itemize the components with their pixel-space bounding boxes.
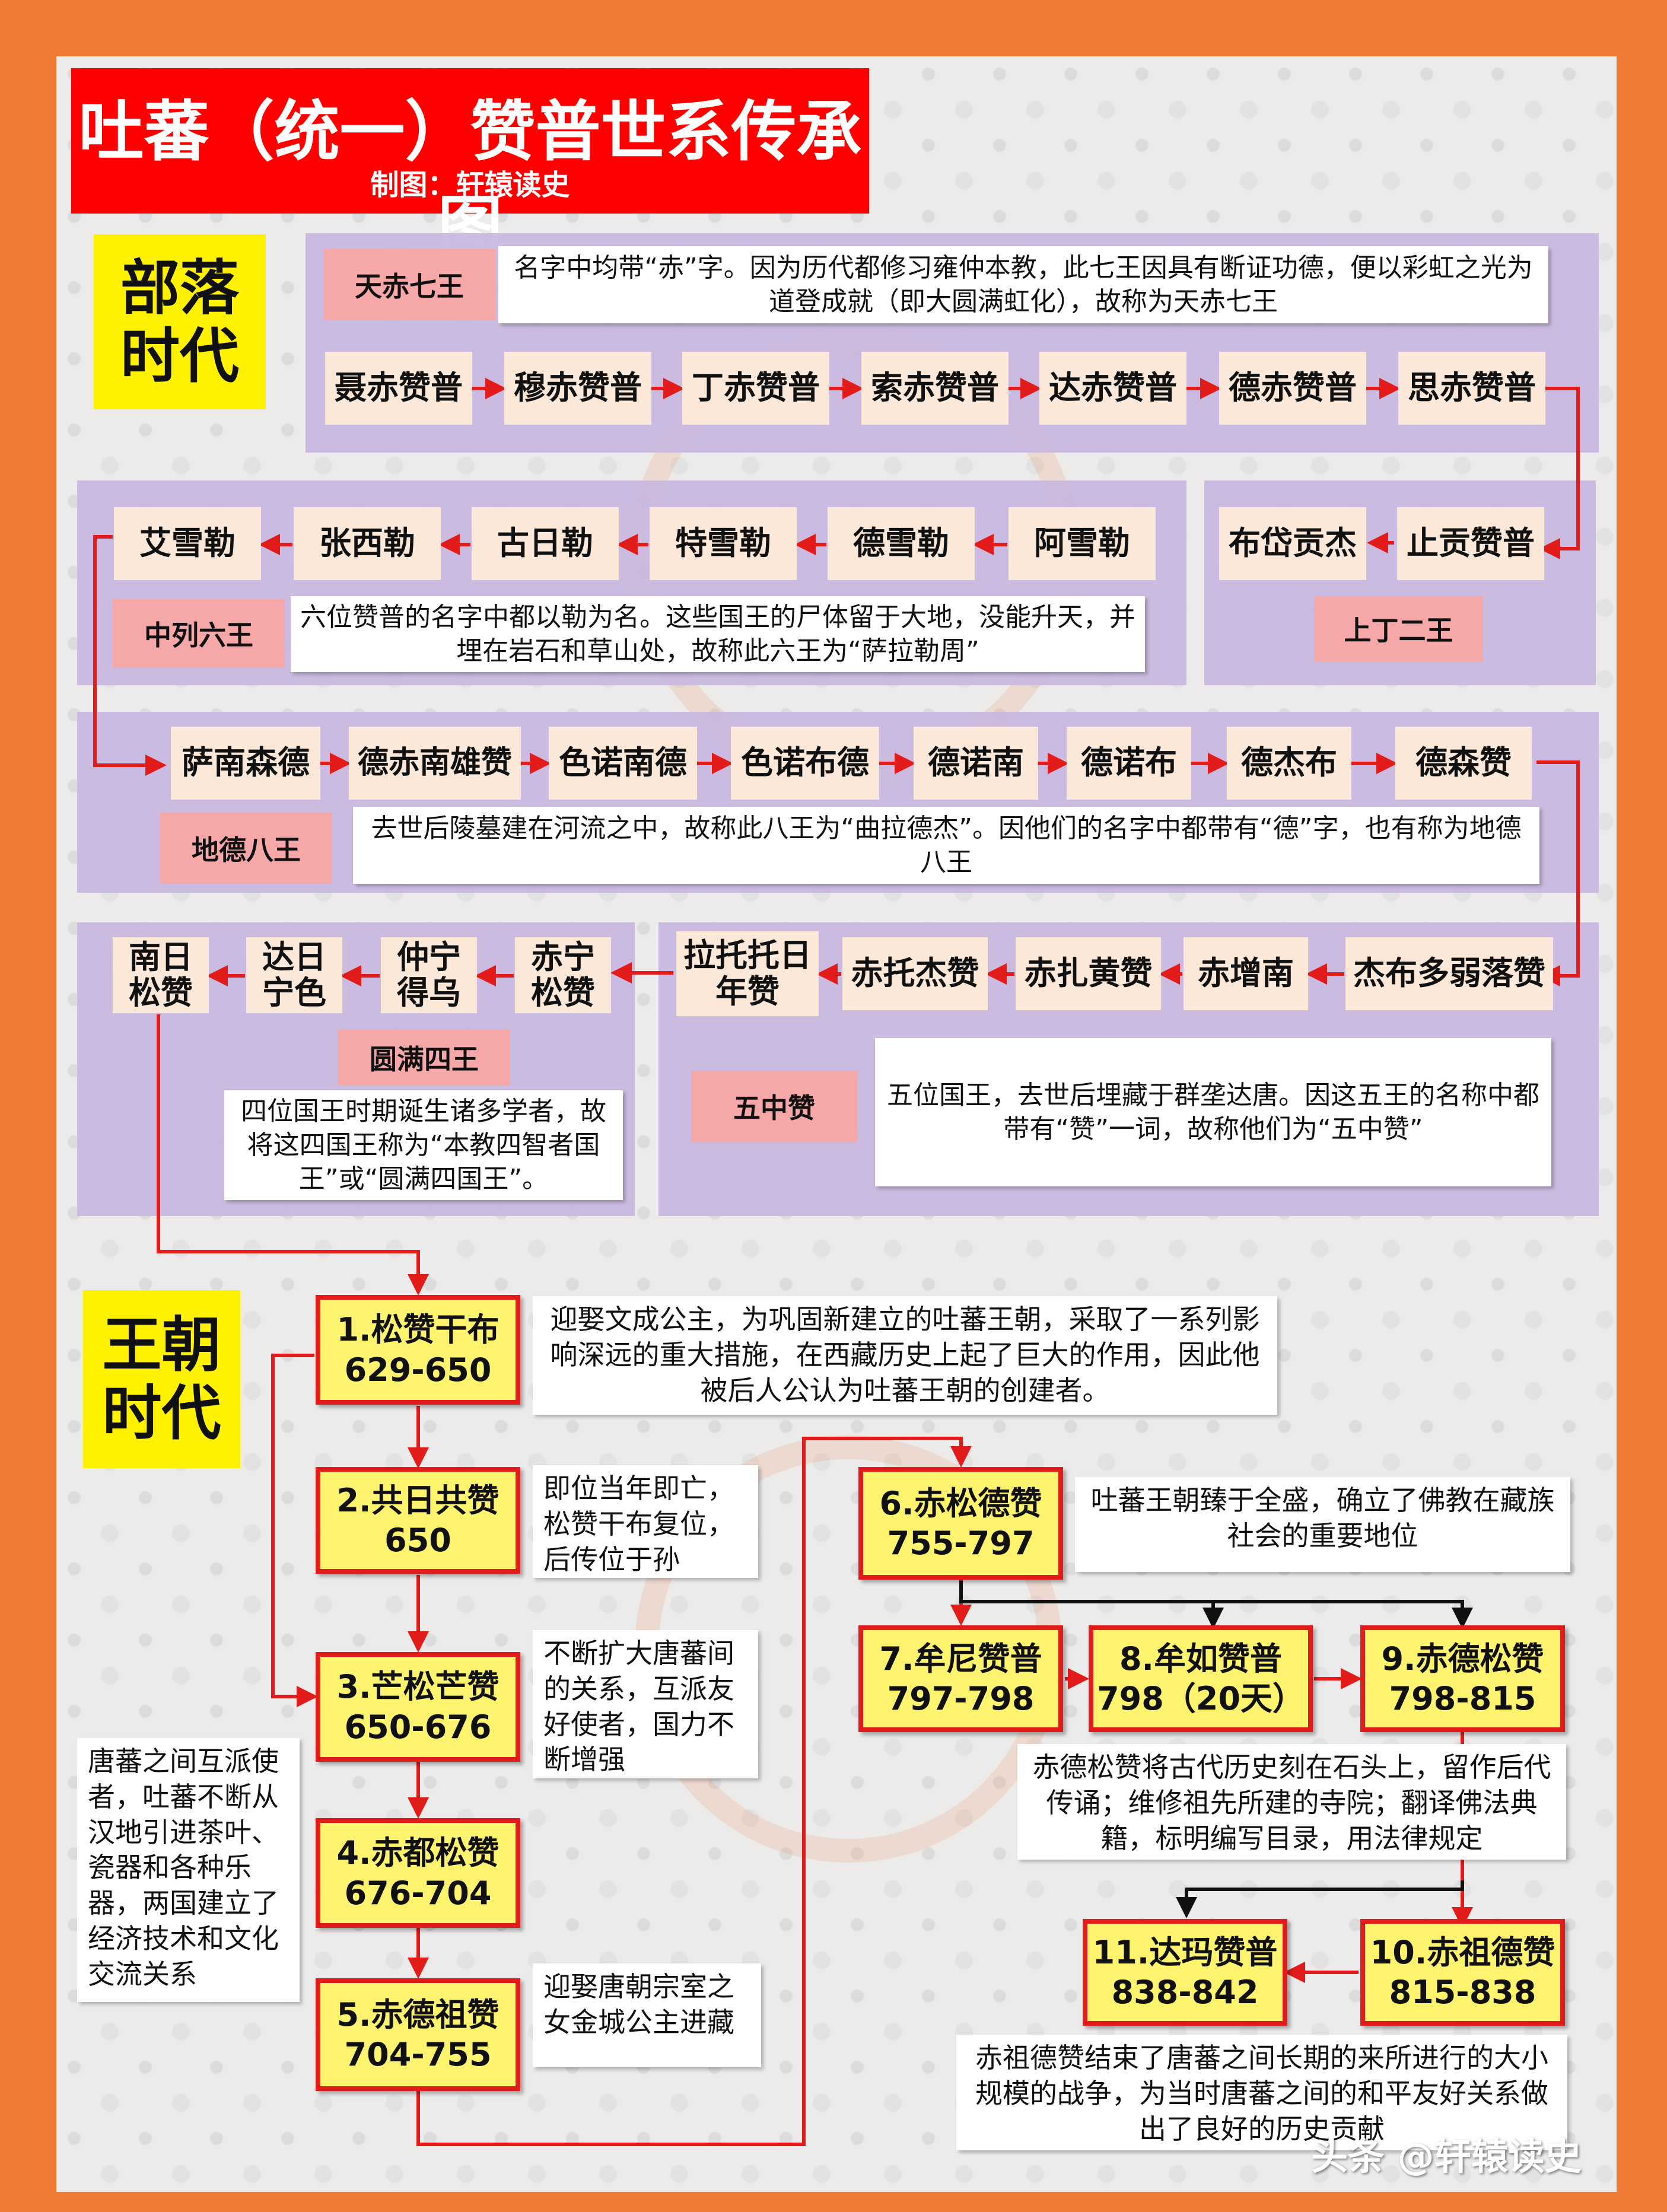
desc-wuzhong: 五位国王，去世后埋藏于群垄达唐。因这五王的名称中都带有“赞”一词，故称他们为“五… [875,1038,1551,1186]
king-box: 仲宁 得乌 [381,937,477,1013]
side-note: 唐蕃之间互派使者，吐蕃不断从汉地引进茶叶、瓷器和各种乐器，两国建立了经济技术和文… [77,1738,300,2002]
king-name: 2.共日共赞 [336,1481,500,1519]
king-years: 798（20天） [1097,1680,1305,1717]
king-box: 达日 宁色 [246,937,342,1013]
king-box: 色诺南德 [549,727,697,800]
king-name: 10.赤祖德赞 [1370,1933,1555,1971]
king-box: 德赤赞普 [1219,352,1366,425]
author-watermark: 头条 @轩辕读史 [1311,2135,1582,2178]
king-name: 4.赤都松赞 [336,1834,500,1872]
title-banner [71,68,869,214]
king-box: 德诺南 [914,727,1038,800]
king-years: 797-798 [887,1680,1035,1717]
king-box: 南日 松赞 [113,937,209,1013]
king-box: 聂赤赞普 [325,352,472,425]
king-box: 索赤赞普 [861,352,1009,425]
king-box: 达赤赞普 [1039,352,1186,425]
king-years: 650-676 [344,1708,492,1746]
king-name: 3.芒松芒赞 [336,1668,500,1705]
king-years: 676-704 [344,1874,492,1912]
king-box: 穆赤赞普 [504,352,651,425]
king-years: 629-650 [344,1351,492,1389]
desc-tianchi: 名字中均带“赤”字。因为历代都修习雍仲本教，此七王因具有断证功德，便以彩虹之光为… [498,246,1548,323]
page-subtitle: 制图：轩辕读史 [370,168,570,202]
label-zhonglie: 中列六王 [113,599,285,667]
king-years: 798-815 [1389,1680,1536,1717]
king-box: 赤托杰赞 [842,937,988,1010]
desc-king-6: 吐蕃王朝臻于全盛，确立了佛教在藏族社会的重要地位 [1075,1477,1570,1572]
king-years: 755-797 [887,1524,1035,1562]
desc-king-2: 即位当年即亡，松赞干布复位，后传位于孙 [533,1465,758,1578]
desc-yuanman: 四位国王时期诞生诸多学者，故将这四国王称为“本教四智者国王”或“圆满四国王”。 [224,1090,623,1200]
label-wuzhong: 五中赞 [691,1071,857,1142]
king-box: 思赤赞普 [1398,352,1545,425]
king-years: 815-838 [1389,1974,1536,2011]
king-box: 赤增南 [1184,937,1308,1010]
king-name: 6.赤松德赞 [879,1484,1042,1522]
king-box: 止贡赞普 [1397,507,1544,580]
king-box: 赤宁 松赞 [515,937,611,1013]
king-box: 德杰布 [1227,727,1351,800]
king-box: 拉托托日 年赞 [676,931,819,1016]
king-years: 838-842 [1111,1974,1259,2011]
king-name: 1.松赞干布 [336,1311,500,1348]
desc-king-3: 不断扩大唐蕃间的关系，互派友好使者，国力不断增强 [533,1630,758,1778]
king-name: 5.赤德祖赞 [336,1995,500,2033]
desc-king-9: 赤德松赞将古代历史刻在石头上，留作后代传诵；维修祖先所建的寺院；翻译佛法典籍，标… [1017,1744,1566,1860]
desc-king-1: 迎娶文成公主，为巩固新建立的吐蕃王朝，采取了一系列影响深远的重大措施，在西藏历史… [533,1296,1277,1415]
label-yuanman: 圆满四王 [338,1029,510,1086]
king-box: 德诺布 [1067,727,1191,800]
desc-king-5: 迎娶唐朝宗室之女金城公主进藏 [533,1963,761,2067]
era-tribal: 部落 时代 [94,234,266,409]
era-dynasty: 王朝 时代 [83,1290,240,1468]
king-box: 德赤南雄赞 [349,727,521,800]
desc-king-10: 赤祖德赞结束了唐蕃之间长期的来所进行的大小规模的战争，为当时唐蕃之间的和平友好关… [956,2035,1567,2150]
king-box: 德森赞 [1395,727,1532,800]
king-box: 艾雪勒 [114,507,261,580]
king-box: 丁赤赞普 [682,352,829,425]
king-box: 杰布多弱落赞 [1345,937,1553,1010]
label-shangding: 上丁二王 [1314,596,1483,661]
king-box: 阿雪勒 [1009,507,1156,580]
desc-zhonglie: 六位赞普的名字中都以勒为名。这些国王的尸体留于大地，没能升天，并埋在岩石和草山处… [291,596,1145,672]
label-dide: 地德八王 [160,813,332,884]
king-years: 704-755 [344,2036,492,2073]
king-box: 布岱贡杰 [1219,507,1366,580]
king-box: 德雪勒 [828,507,975,580]
king-box: 张西勒 [294,507,441,580]
king-box: 萨南森德 [171,727,320,800]
king-box: 古日勒 [472,507,619,580]
king-box: 色诺布德 [731,727,879,800]
king-box: 特雪勒 [650,507,797,580]
king-name: 11.达玛赞普 [1092,1933,1278,1971]
king-name: 7.牟尼赞普 [879,1640,1042,1678]
king-name: 9.赤德松赞 [1381,1640,1544,1678]
label-tianchi: 天赤七王 [323,249,495,320]
desc-dide: 去世后陵墓建在河流之中，故称此八王为“曲拉德杰”。因他们的名字中都带有“德”字，… [353,807,1539,884]
king-box: 赤扎黄赞 [1016,937,1161,1010]
king-name: 8.牟如赞普 [1119,1640,1283,1678]
king-years: 650 [384,1522,451,1559]
